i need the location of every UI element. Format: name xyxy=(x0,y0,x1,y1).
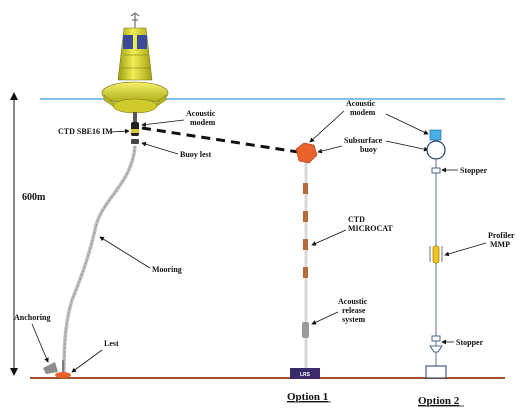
mooring-label: Mooring xyxy=(152,265,182,274)
ctd-sbe16-label: CTD SBE16 IM xyxy=(58,127,113,136)
option1-mooring xyxy=(290,142,320,379)
subsurface-buoy-pointer-1 xyxy=(317,145,343,154)
acoustic-modem-right-pointer-2 xyxy=(385,113,429,135)
acoustic-release-label-3: system xyxy=(342,315,365,324)
depth-label: 600m xyxy=(22,192,46,203)
buoy-lest-pointer xyxy=(141,141,179,155)
ctd-microcat-pointer xyxy=(311,229,347,246)
anchoring-label: Anchoring xyxy=(14,313,50,322)
ctd-sbe16-pointer xyxy=(109,128,130,134)
acoustic-modem-right-label-2: modem xyxy=(350,108,376,117)
acoustic-modem-left-pointer xyxy=(141,119,185,127)
acoustic-link xyxy=(141,126,299,154)
subsurface-buoy-label-1: Subsurface xyxy=(344,136,383,145)
mooring-pointer xyxy=(99,236,151,269)
option2-mooring xyxy=(425,129,447,379)
subsurface-buoy-label-2: buoy xyxy=(360,145,377,154)
anchor-tag: LRS xyxy=(300,372,311,378)
anchor xyxy=(43,360,71,378)
acoustic-release-label-2: release xyxy=(342,306,366,315)
stopper-top-label: Stopper xyxy=(460,166,488,175)
mooring-line xyxy=(62,145,137,373)
depth-arrow xyxy=(10,92,18,376)
ctd-microcat-label-1: CTD xyxy=(348,215,365,224)
lest-label: Lest xyxy=(104,339,119,348)
acoustic-modem-right-label-1: Acoustic xyxy=(346,99,376,108)
lest-pointer xyxy=(71,349,103,373)
surface-buoy xyxy=(101,12,169,122)
subsurface-buoy-pointer-2 xyxy=(385,140,429,152)
acoustic-modem-left-label-2: modem xyxy=(190,118,216,127)
acoustic-release-pointer xyxy=(311,311,339,325)
stopper-bottom-label: Stopper xyxy=(456,338,484,347)
acoustic-modem-right-pointer-1 xyxy=(309,110,345,143)
acoustic-modem-left-label-1: Acoustic xyxy=(186,109,216,118)
profiler-pointer xyxy=(444,242,487,257)
ctd-microcat-label-2: MICROCAT xyxy=(348,224,393,233)
option2-title: Option 2 xyxy=(418,395,460,407)
buoy-lest-weight xyxy=(131,139,139,144)
buoy-lest-label: Buoy lest xyxy=(180,150,212,159)
profiler-label-2: MMP xyxy=(490,240,510,249)
option1-title: Option 1 xyxy=(287,391,328,403)
acoustic-release-label-1: Acoustic xyxy=(338,297,368,306)
ctd-sensor xyxy=(131,129,139,133)
profiler-label-1: Profiler xyxy=(488,231,515,240)
anchoring-pointer xyxy=(31,323,49,363)
